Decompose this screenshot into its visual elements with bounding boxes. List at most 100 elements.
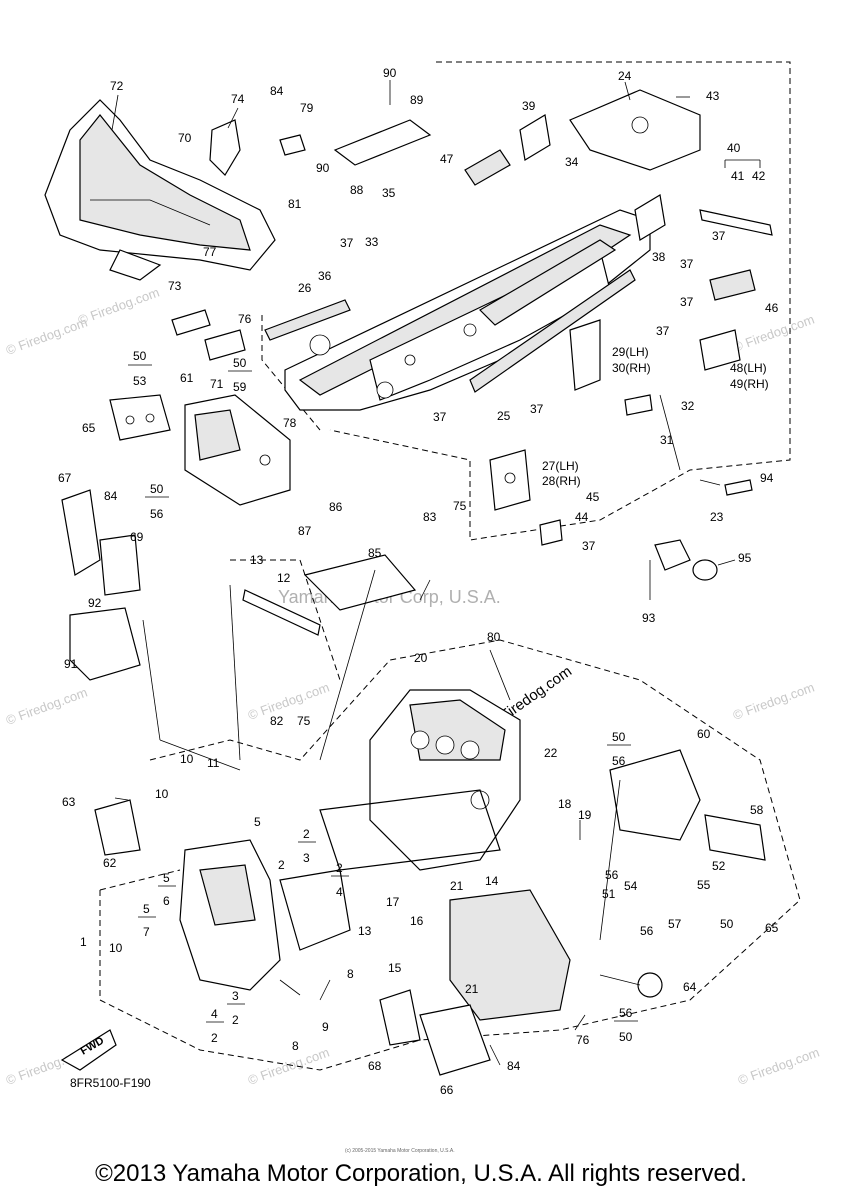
callout-3: 3 [232,989,239,1003]
callout-29LH: 29(LH) [612,345,649,359]
callout-89: 89 [410,93,424,107]
callout-19: 19 [578,808,592,822]
callout-67: 67 [58,471,72,485]
callout-20: 20 [414,651,428,665]
callout-45: 45 [586,490,600,504]
callout-88: 88 [350,183,364,197]
callout-13: 13 [250,553,264,567]
bracket-part-38 [634,194,666,241]
callout-71: 71 [210,377,224,391]
callout-46: 46 [765,301,779,315]
callout-50: 50 [133,349,147,363]
callout-92: 92 [88,596,102,610]
callout-50: 50 [619,1030,633,1044]
callout-14: 14 [485,874,499,888]
callout-15: 15 [388,961,402,975]
callout-65: 65 [765,921,779,935]
callout-60: 60 [697,727,711,741]
callout-2: 2 [336,861,343,875]
watermark-site-9: © Firedog.com [76,284,161,327]
callout-2: 2 [278,858,285,872]
callout-56: 56 [640,924,654,938]
callout-76: 76 [576,1033,590,1047]
callout-41: 41 [731,169,745,183]
callout-62: 62 [103,856,117,870]
grate-part-46 [709,269,756,301]
callout-85: 85 [368,546,382,560]
callout-34: 34 [565,155,579,169]
callout-35: 35 [382,186,396,200]
callout-90: 90 [383,66,397,80]
bracket-part-74 [209,119,241,176]
callout-95: 95 [738,551,752,565]
callout-2: 2 [303,827,310,841]
callout-84: 84 [270,84,284,98]
callout-63: 63 [62,795,76,809]
callout-42: 42 [752,169,766,183]
diagram-code: 8FR5100-F190 [70,1076,151,1090]
front-frame [319,689,521,871]
callout-24: 24 [618,69,632,83]
watermark-site-3: © Firedog.com [4,684,89,727]
callout-90: 90 [316,161,330,175]
callout-83: 83 [423,510,437,524]
bracket-part-48 [699,329,741,371]
callout-17: 17 [386,895,400,909]
callout-37: 37 [340,236,354,250]
callout-58: 58 [750,803,764,817]
callout-38: 38 [652,250,666,264]
callout-81: 81 [288,197,302,211]
callout-21: 21 [450,879,464,893]
cowl-part-72 [44,99,276,281]
callout-74: 74 [231,92,245,106]
callout-10: 10 [180,752,194,766]
callout-53: 53 [133,374,147,388]
bar-part-41 [699,209,773,236]
callout-12: 12 [277,571,291,585]
callout-56: 56 [612,754,626,768]
callout-84: 84 [507,1059,521,1073]
callout-52: 52 [712,859,726,873]
plate-part-89 [333,119,432,166]
callout-79: 79 [300,101,314,115]
callout-82: 82 [270,714,284,728]
callout-2: 2 [232,1013,239,1027]
callout-5: 5 [254,815,261,829]
reflector-part-93 [654,539,691,571]
callout-70: 70 [178,131,192,145]
mount-part-66 [419,1004,491,1076]
callout-87: 87 [298,524,312,538]
callout-50: 50 [150,482,164,496]
box-part-61 [184,394,291,506]
callout-23: 23 [710,510,724,524]
callout-36: 36 [318,269,332,283]
callout-73: 73 [168,279,182,293]
callout-56: 56 [605,868,619,882]
callout-7: 7 [143,925,150,939]
callout-84: 84 [104,489,118,503]
cover-part-91 [69,607,141,681]
leader-lines [111,80,736,1066]
callout-21: 21 [465,982,479,996]
bracket-part-79 [279,134,306,156]
rail-part-12 [242,589,321,636]
callout-59: 59 [233,380,247,394]
guard-part-67 [61,489,101,576]
bracket-part-32 [624,394,653,416]
callout-91: 91 [64,657,78,671]
callout-labels: 72 74 84 79 90 89 24 43 39 70 47 90 88 3… [58,66,779,1097]
callout-8: 8 [347,967,354,981]
callout-56: 56 [150,507,164,521]
callout-9: 9 [322,1020,329,1034]
bracket-part-29 [569,319,601,391]
callout-2: 2 [211,1031,218,1045]
callout-37: 37 [433,410,447,424]
heat-exchanger-part-14 [449,889,571,1021]
callout-10: 10 [109,941,123,955]
callout-27LH: 27(LH) [542,459,579,473]
callout-37: 37 [680,295,694,309]
bracket-part-85 [303,554,417,611]
callout-43: 43 [706,89,720,103]
reflector-part-95 [692,559,718,581]
